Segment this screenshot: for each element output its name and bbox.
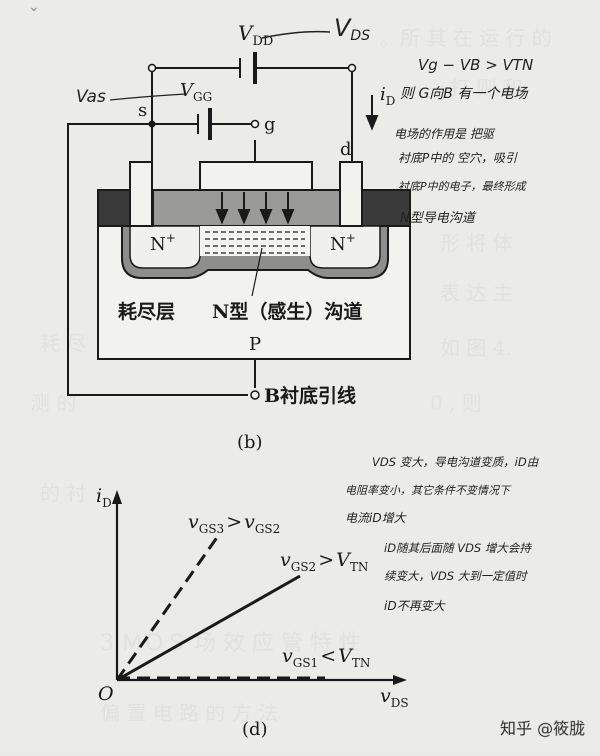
n-plus-source <box>129 225 201 269</box>
n-plus-right-label: N+ <box>330 231 356 255</box>
note-1-line: Vg − VB > VTN <box>418 56 533 74</box>
field-oxide-right <box>359 189 411 227</box>
vdd-left-terminal <box>147 63 157 73</box>
note-1: Vg − VB > VTN 则 G向B 有一个电场 电场的作用是 把驱 衬底P中… <box>394 56 533 226</box>
curve-vgs2 <box>116 574 301 682</box>
vgs-leader-line <box>109 93 187 101</box>
vgg-battery <box>197 108 212 140</box>
curve-vgs3 <box>115 535 220 681</box>
field-arrows <box>215 192 295 225</box>
svg-text:的 衬: 的 衬 <box>40 481 86 505</box>
zhihu-watermark: 知乎 @筱胧 <box>500 719 585 738</box>
svg-text:0 , 则: 0 , 则 <box>430 391 482 415</box>
curve-vgs2-label: vGS2>VTN <box>280 549 368 574</box>
note-2-line: 续变大，VDS 大到一定值时 <box>384 569 528 583</box>
vdd-battery <box>239 52 263 84</box>
g-label: g <box>264 114 276 135</box>
s-label: s <box>138 100 147 121</box>
x-axis-label: vDS <box>380 685 409 710</box>
chevron-down-icon[interactable]: ⌄ <box>28 0 40 15</box>
s-junction-dot <box>148 120 156 128</box>
b-terminal <box>250 390 260 400</box>
note-2-line: VDS 变大，导电沟道变质，iD由 <box>372 455 540 469</box>
channel-label: N型（感生）沟道 <box>212 300 362 323</box>
note-2-line: 电流iD增大 <box>345 511 407 525</box>
vds-handwritten: VDS <box>334 14 370 44</box>
n-plus-drain <box>309 225 381 269</box>
svg-text:如 图 4.: 如 图 4. <box>440 336 512 360</box>
induced-channel <box>200 226 310 256</box>
svg-text:表 达 主: 表 达 主 <box>440 281 513 305</box>
note-1-line: N型导电沟道 <box>400 211 477 226</box>
d-label: d <box>340 139 352 160</box>
svg-text:耗 尽: 耗 尽 <box>40 331 86 355</box>
figure-b-caption: (b) <box>237 432 263 453</box>
figure-d-caption: (d) <box>242 719 268 740</box>
channel-dashes <box>205 231 305 254</box>
channel-leader-line <box>251 247 263 297</box>
output-characteristic-graph: iD vDS O vGS3>vGS2 vGS2>VTN vGS1<VTN (d) <box>96 485 409 740</box>
vgs-handwritten: Vas <box>76 87 106 107</box>
n-plus-left-label: N+ <box>150 231 176 255</box>
svg-text:。所 其 在 运 行 的: 。所 其 在 运 行 的 <box>380 26 552 50</box>
id-arrow <box>365 95 379 131</box>
origin-label: O <box>98 683 114 705</box>
drain-contact <box>339 161 363 227</box>
svg-text:形 将 体: 形 将 体 <box>440 231 513 255</box>
curve-vgs3-label: vGS3>vGS2 <box>188 511 280 536</box>
note-2-line: iD不再变大 <box>384 599 446 613</box>
curve-vgs1-label: vGS1<VTN <box>282 645 370 670</box>
note-2: VDS 变大，导电沟道变质，iD由 电阻率变小，其它条件不变情况下 电流iD增大… <box>345 455 540 613</box>
x-axis-arrow <box>393 675 407 685</box>
background-bleed-text: 。所 其 在 运 行 的 打 则 和 形 将 体 表 达 主 如 图 4. 0 … <box>30 26 552 725</box>
gate-electrode <box>199 161 313 191</box>
substrate-lead-label: B衬底引线 <box>264 384 356 407</box>
handwritten-annotations: VDS Vas Vg − VB > VTN 则 G向B 有一个电场 电场的作用是… <box>76 14 540 613</box>
note-1-line: 电场的作用是 把驱 <box>394 127 496 141</box>
p-label: P <box>249 334 261 355</box>
depletion-layer-label: 耗尽层 <box>118 301 175 323</box>
y-axis-label: iD <box>96 485 112 510</box>
note-1-line: 衬底P中的 空穴，吸引 <box>398 151 518 165</box>
g-terminal <box>250 119 260 129</box>
svg-text:打 则 和: 打 则 和 <box>450 76 523 100</box>
note-2-line: iD随其后面随 VDS 增大会持 <box>384 541 532 555</box>
y-axis-arrow <box>112 490 122 504</box>
note-1-line: 衬底P中的电子，最终形成 <box>398 180 528 193</box>
vdd-right-terminal <box>347 63 357 73</box>
note-1-line: 则 G向B 有一个电场 <box>400 86 528 102</box>
note-2-line: 电阻率变小，其它条件不变情况下 <box>345 484 512 497</box>
vds-leader-line <box>261 30 331 39</box>
source-contact <box>129 161 153 227</box>
mosfet-cross-section: VDD VGG s g d iD N+ N+ 耗尽层 N型（感生）沟道 P B衬… <box>67 21 411 453</box>
vdd-label: VDD <box>238 21 273 49</box>
vgg-label: VGG <box>180 80 212 104</box>
svg-text:偏 置 电 路 的 方 法: 偏 置 电 路 的 方 法 <box>100 701 278 725</box>
id-label: iD <box>380 84 395 108</box>
